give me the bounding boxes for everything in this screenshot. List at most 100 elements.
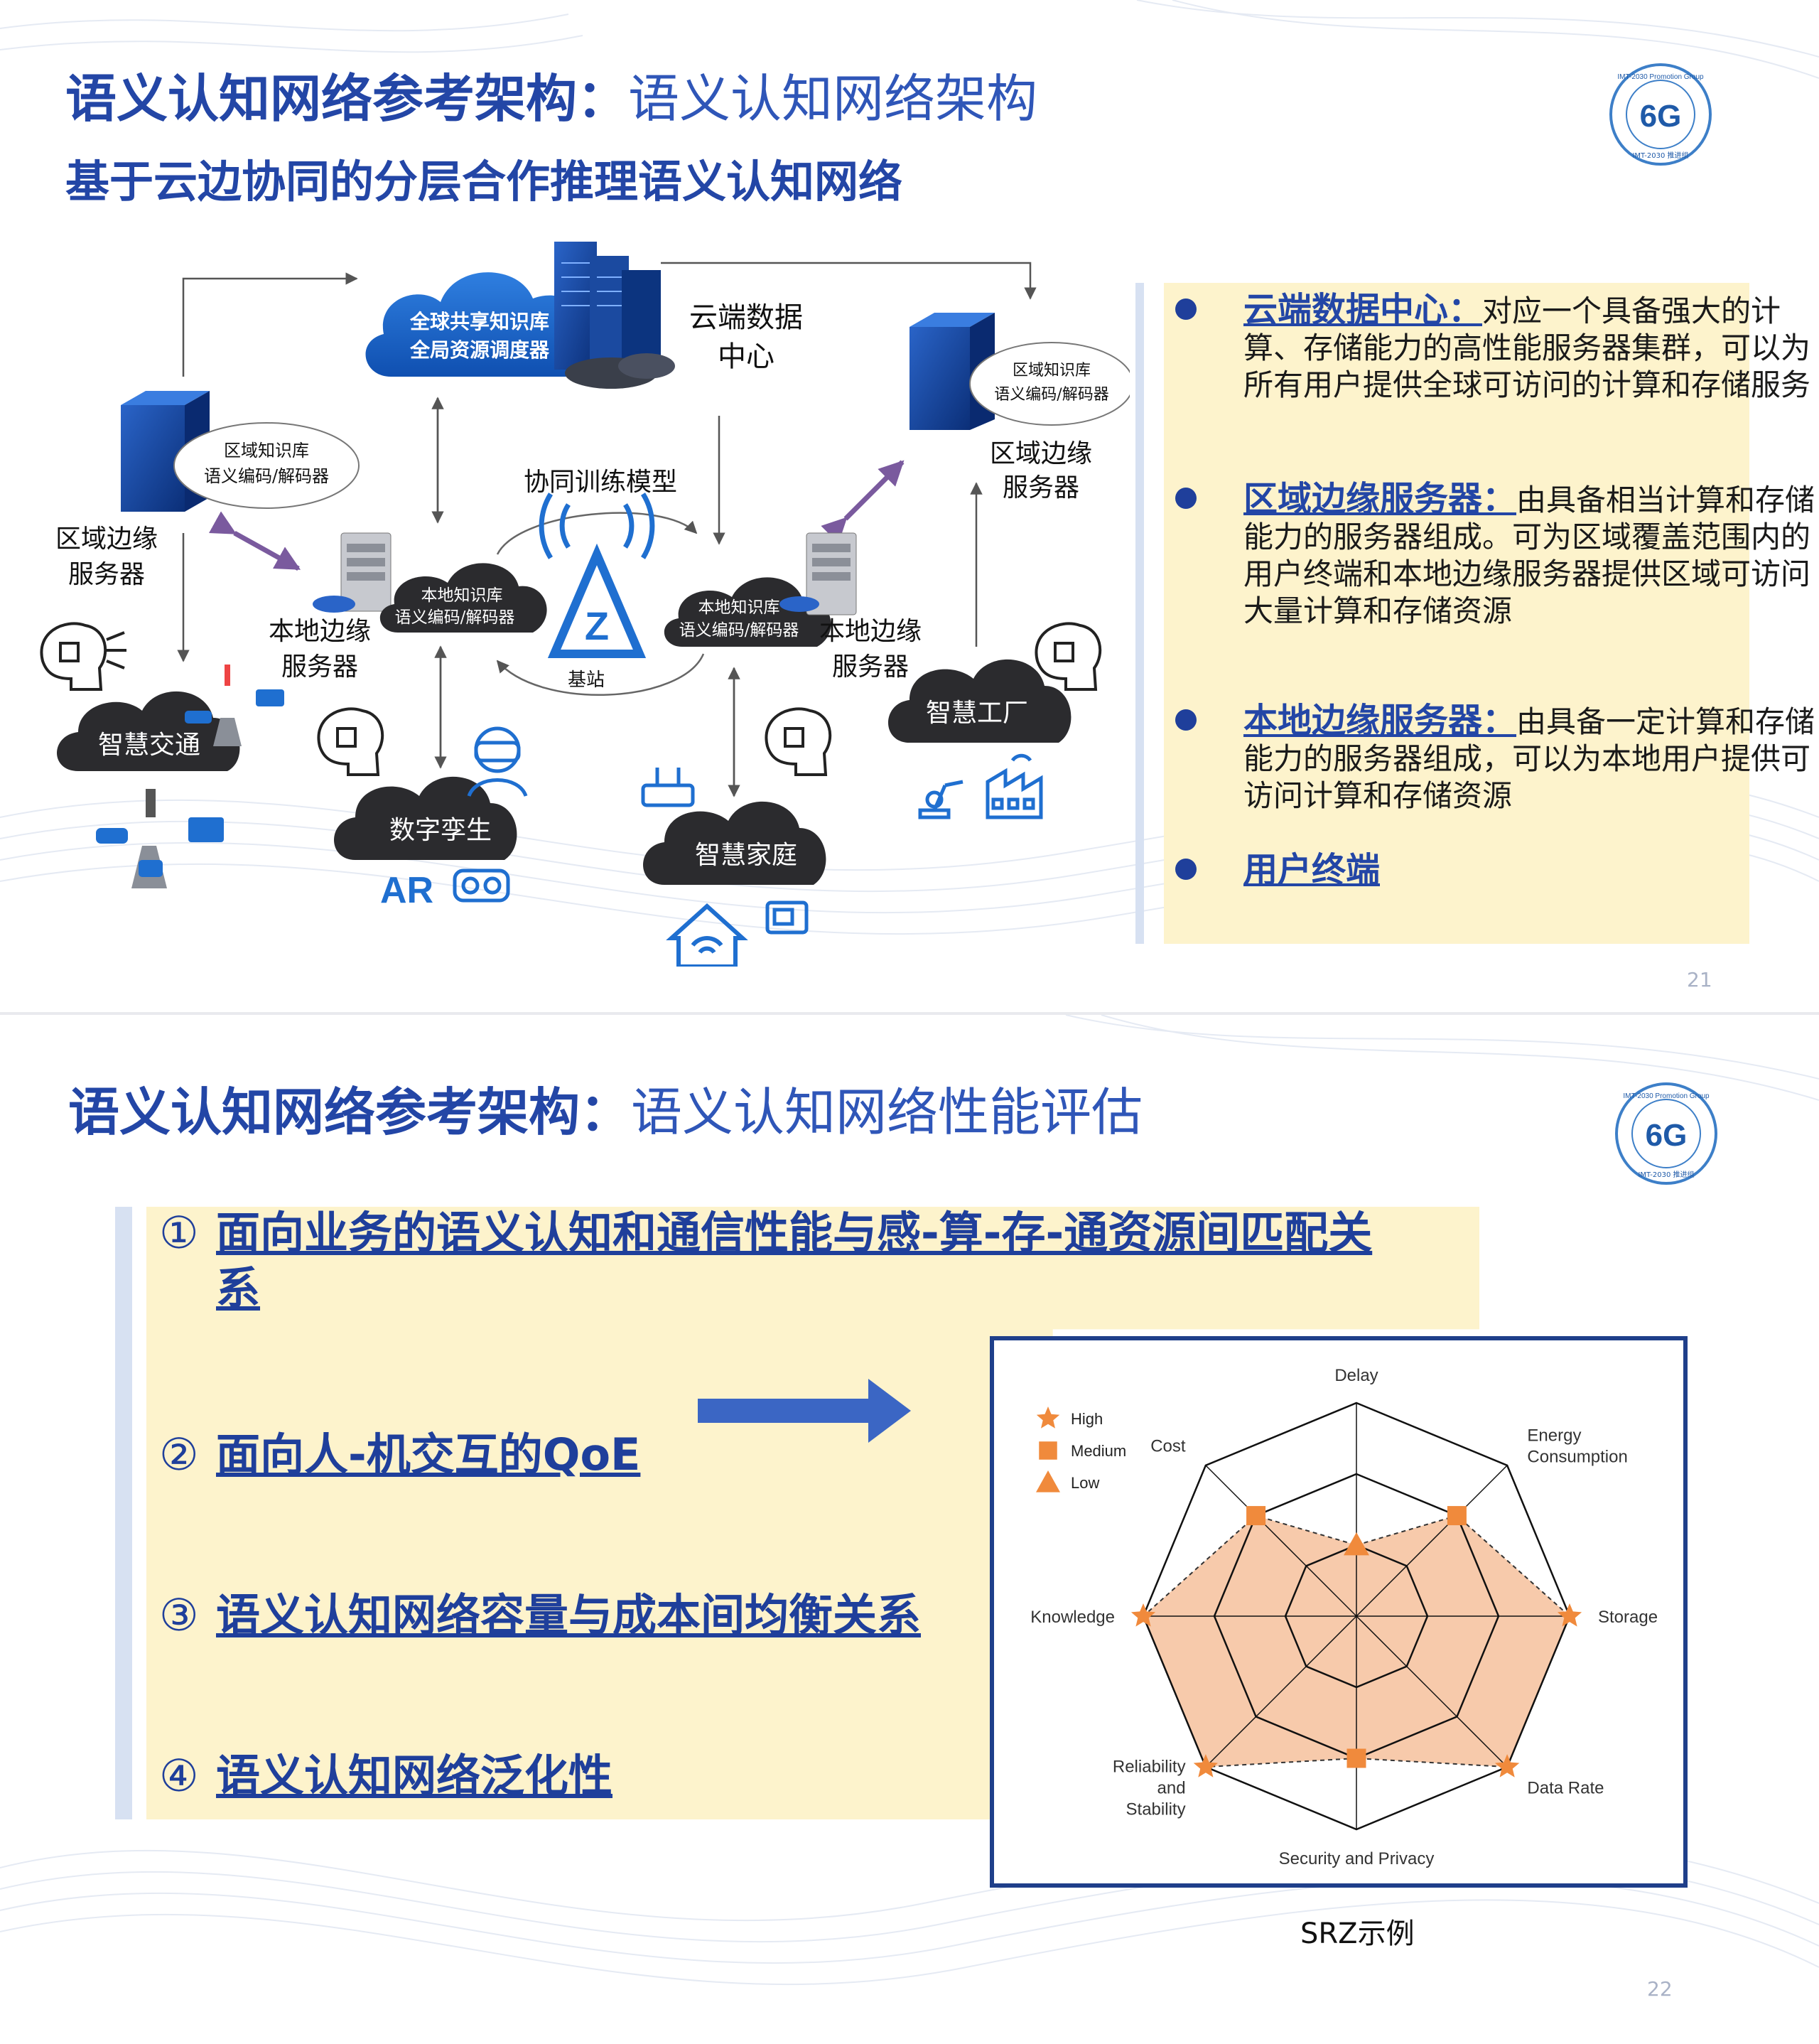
item-number: ③ xyxy=(159,1589,199,1641)
items-side-bar xyxy=(115,1207,132,1819)
legend-label-high: High xyxy=(1071,1410,1103,1428)
regional-left-label-1: 区域边缘 xyxy=(55,525,158,554)
collab-training-label: 协同训练模型 xyxy=(524,468,677,497)
local-left-label-1: 本地边缘 xyxy=(269,617,371,646)
local-server-left: 本地知识库 语义编码/解码器 xyxy=(313,532,547,633)
datacenter-icon xyxy=(554,242,675,389)
item-number: ① xyxy=(159,1207,199,1259)
svg-text:Z: Z xyxy=(585,603,609,648)
local-right-codec: 语义编码/解码器 xyxy=(679,621,799,640)
legend-label-low: Low xyxy=(1071,1474,1099,1492)
bullet-dot xyxy=(1175,298,1197,320)
base-station-icon: Z xyxy=(539,493,655,658)
bullet-body: 由具备相当计算和存储能力的服务器组成。可为区域覆盖范围内的用户终端和本地边缘服务… xyxy=(1243,483,1815,628)
local-server-right: 本地知识库 语义编码/解码器 xyxy=(664,532,857,647)
page-number: 21 xyxy=(1687,968,1712,991)
bullet-term: 用户终端 xyxy=(1243,850,1381,890)
regional-right-label-2: 服务器 xyxy=(1003,473,1079,502)
radar-axis-label: Security and Privacy xyxy=(1279,1849,1435,1868)
scenario-smart-traffic: 智慧交通 xyxy=(57,691,240,771)
ai-head-icon-twin xyxy=(317,707,384,776)
logo-text: 6G xyxy=(1640,99,1682,134)
imt2030-6g-logo: 6G IMT-2030 Promotion Group IMT-2030 推进组 xyxy=(1615,1082,1717,1185)
bullet-cloud-dc: 云端数据中心：对应一个具备强大的计算、存储能力的高性能服务器集群，可以为所有用户… xyxy=(1175,291,1819,404)
item-text-cont: 系 xyxy=(216,1262,261,1314)
radar-point-data-rate xyxy=(1495,1754,1520,1777)
info-side-bar xyxy=(1135,283,1144,944)
bullet-dot xyxy=(1175,709,1197,731)
regional-server-left: 区域知识库 语义编码/解码器 xyxy=(121,391,360,512)
info-panel: 云端数据中心：对应一个具备强大的计算、存储能力的高性能服务器集群，可以为所有用户… xyxy=(1164,283,1815,944)
local-left-codec: 语义编码/解码器 xyxy=(395,608,515,627)
title-main: 语义认知网络参考架构： xyxy=(68,1082,632,1142)
link-regional-left-local-left xyxy=(208,511,301,571)
legend-marker-high xyxy=(1036,1406,1060,1429)
architecture-diagram: 全球共享知识库 全局资源调度器 云端数据 中心 区域知识库 语义编码/解码器 区… xyxy=(40,242,1130,967)
item-text: 面向业务的语义认知和通信性能与感-算-存-通资源间匹配关 xyxy=(216,1207,1373,1259)
scenario-home-label: 智慧家庭 xyxy=(695,841,797,870)
bullet-dot xyxy=(1175,488,1197,509)
local-left-kb: 本地知识库 xyxy=(421,586,503,605)
radar-axis-line xyxy=(1356,1615,1508,1768)
ar-icon: AR xyxy=(380,870,433,911)
ai-head-icon-home xyxy=(765,707,832,776)
factory-icon xyxy=(986,753,1043,819)
logo-ring-top: IMT-2030 Promotion Group xyxy=(1623,1092,1710,1100)
bullet-regional-edge: 区域边缘服务器：由具备相当计算和存储能力的服务器组成。可为区域覆盖范围内的用户终… xyxy=(1175,480,1819,630)
traffic-icons xyxy=(96,665,284,888)
global-cloud: 全球共享知识库 全局资源调度器 xyxy=(365,272,601,378)
bullet-dot xyxy=(1175,859,1197,880)
global-scheduler-label: 全局资源调度器 xyxy=(409,338,550,362)
router-icon xyxy=(641,768,695,807)
bullet-term: 本地边缘服务器： xyxy=(1243,701,1517,741)
local-right-label-2: 服务器 xyxy=(832,652,909,682)
link-regional-right-local-right xyxy=(821,460,905,544)
page-title: 语义认知网络参考架构：语义认知网络架构 xyxy=(65,57,1037,131)
bullet-local-edge: 本地边缘服务器：由具备一定计算和存储能力的服务器组成，可以为本地用户提供可访问计… xyxy=(1175,701,1819,814)
item-text: 面向人-机交互的QoE xyxy=(216,1429,641,1480)
legend-label-medium: Medium xyxy=(1071,1442,1126,1460)
local-right-kb: 本地知识库 xyxy=(698,598,780,617)
radar-point-reliability-and-stability xyxy=(1193,1754,1218,1777)
legend-marker-low xyxy=(1036,1470,1060,1492)
vr-goggles-icon xyxy=(453,868,510,903)
radar-axis-label: Knowledge xyxy=(1030,1608,1115,1627)
item-text: 语义认知网络泛化性 xyxy=(216,1750,613,1802)
radar-point-security-and-privacy xyxy=(1346,1748,1366,1768)
base-station-label: 基站 xyxy=(568,669,605,691)
appliance-icon xyxy=(765,900,809,935)
item-number: ④ xyxy=(159,1750,199,1802)
scenario-twin-label: 数字孪生 xyxy=(389,816,492,845)
scenario-smart-factory: 智慧工厂 xyxy=(888,659,1072,743)
radar-caption: SRZ示例 xyxy=(1300,1917,1415,1950)
collab-arc-top xyxy=(496,512,698,555)
radar-point-energy-consumption xyxy=(1447,1506,1467,1526)
radar-axis-line xyxy=(1356,1465,1508,1617)
global-kb-label: 全球共享知识库 xyxy=(409,310,549,333)
page-subtitle: 基于云边协同的分层合作推理语义认知网络 xyxy=(65,156,903,208)
link-regional-left-to-cloud xyxy=(182,272,358,377)
dc-label-2: 中心 xyxy=(718,340,774,373)
scenario-traffic-label: 智慧交通 xyxy=(98,731,200,760)
vr-user-icon xyxy=(467,726,528,797)
logo-ring-bottom: IMT-2030 推进组 xyxy=(1632,151,1688,160)
radar-axis-label: Data Rate xyxy=(1527,1778,1604,1797)
radar-axis-line xyxy=(1205,1465,1357,1617)
ai-head-icon-factory xyxy=(1035,622,1102,691)
slide-21: 语义认知网络参考架构：语义认知网络架构 基于云边协同的分层合作推理语义认知网络 … xyxy=(0,0,1819,1012)
logo-ring-bottom: IMT-2030 推进组 xyxy=(1638,1170,1694,1179)
radar-axis-label: Cost xyxy=(1150,1437,1186,1456)
imt2030-6g-logo: 6G IMT-2030 Promotion Group IMT-2030 推进组 xyxy=(1609,63,1712,166)
arrow-right-icon xyxy=(698,1379,911,1443)
regional-server-right: 区域知识库 语义编码/解码器 xyxy=(910,313,1130,430)
radar-point-delay xyxy=(1344,1532,1369,1556)
legend-marker-medium xyxy=(1039,1441,1057,1460)
bullet-body: 对应一个具备强大的计算、存储能力的高性能服务器集群，可以为所有用户提供全球可访问… xyxy=(1243,294,1811,402)
regional-left-kb: 区域知识库 xyxy=(224,441,309,461)
regional-left-label-2: 服务器 xyxy=(68,560,145,589)
